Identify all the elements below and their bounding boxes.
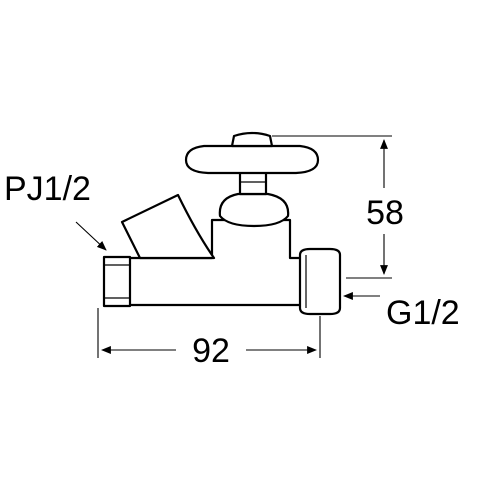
length-dimension — [97, 308, 321, 358]
length-dim-label: 92 — [192, 332, 230, 370]
height-dimension — [272, 135, 392, 279]
outlet-nut — [298, 247, 342, 316]
outlet-thread-label: G1/2 — [386, 294, 460, 332]
height-dim-label: 58 — [366, 194, 404, 232]
inlet-thread-label: PJ1/2 — [4, 170, 91, 208]
main-body — [126, 218, 308, 307]
bonnet — [218, 192, 290, 228]
handle — [184, 144, 320, 175]
handle-cap — [230, 131, 274, 148]
valve-body — [102, 131, 342, 316]
inlet-leader-arrow — [75, 221, 107, 251]
inlet-spout — [120, 193, 216, 260]
inlet-nozzle — [102, 255, 132, 308]
